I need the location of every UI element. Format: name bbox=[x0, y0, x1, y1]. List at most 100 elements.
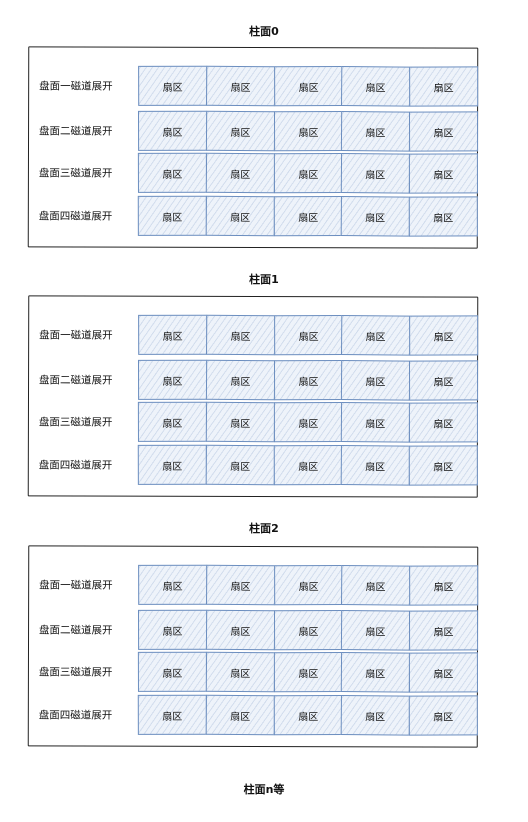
sector-box: 扇区 bbox=[409, 153, 478, 194]
sector-strip: 扇区扇区扇区扇区扇区 bbox=[137, 359, 479, 401]
track-label: 盘面一磁道展开 bbox=[39, 578, 113, 592]
sector-box: 扇区 bbox=[137, 651, 207, 692]
sector-box: 扇区 bbox=[205, 609, 275, 651]
cylinder-frame: 盘面一磁道展开扇区扇区扇区扇区扇区盘面二磁道展开扇区扇区扇区扇区扇区盘面三磁道展… bbox=[27, 545, 479, 748]
sector-box: 扇区 bbox=[273, 652, 343, 693]
sector-box: 扇区 bbox=[341, 153, 411, 194]
track-label: 盘面二磁道展开 bbox=[39, 623, 113, 637]
sector-box: 扇区 bbox=[273, 360, 343, 401]
track-label: 盘面二磁道展开 bbox=[39, 124, 113, 138]
sector-box: 扇区 bbox=[273, 695, 343, 736]
sector-box: 扇区 bbox=[137, 401, 207, 442]
sector-box: 扇区 bbox=[273, 402, 343, 443]
track-row: 盘面三磁道展开扇区扇区扇区扇区扇区 bbox=[29, 651, 478, 693]
sector-box: 扇区 bbox=[137, 152, 207, 193]
track-row: 盘面二磁道展开扇区扇区扇区扇区扇区 bbox=[29, 359, 479, 401]
track-label: 盘面三磁道展开 bbox=[38, 415, 113, 429]
sector-box: 扇区 bbox=[205, 110, 275, 152]
sector-box: 扇区 bbox=[409, 565, 479, 606]
sector-box: 扇区 bbox=[138, 314, 208, 355]
sector-strip: 扇区扇区扇区扇区扇区 bbox=[137, 694, 478, 736]
sector-box: 扇区 bbox=[409, 652, 478, 693]
track-row: 盘面二磁道展开扇区扇区扇区扇区扇区 bbox=[29, 110, 479, 152]
sector-box: 扇区 bbox=[273, 445, 343, 486]
sector-strip: 扇区扇区扇区扇区扇区 bbox=[137, 110, 479, 152]
sector-box: 扇区 bbox=[341, 445, 411, 486]
sector-box: 扇区 bbox=[408, 445, 478, 486]
sector-box: 扇区 bbox=[341, 695, 411, 736]
sector-box: 扇区 bbox=[409, 402, 478, 443]
sector-strip: 扇区扇区扇区扇区扇区 bbox=[137, 609, 479, 651]
cylinder-title: 柱面0 bbox=[249, 25, 279, 38]
sector-box: 扇区 bbox=[409, 66, 479, 107]
sector-box: 扇区 bbox=[205, 651, 275, 693]
sector-box: 扇区 bbox=[205, 195, 275, 237]
sector-box: 扇区 bbox=[341, 610, 411, 651]
cylinder-title: 柱面1 bbox=[249, 273, 279, 286]
track-label: 盘面二磁道展开 bbox=[39, 373, 113, 387]
track-label: 盘面三磁道展开 bbox=[38, 166, 113, 180]
track-label: 盘面四磁道展开 bbox=[38, 458, 113, 472]
sector-strip: 扇区扇区扇区扇区扇区 bbox=[137, 444, 478, 486]
sector-box: 扇区 bbox=[409, 315, 479, 356]
track-row: 盘面四磁道展开扇区扇区扇区扇区扇区 bbox=[29, 195, 478, 237]
sector-box: 扇区 bbox=[341, 565, 411, 606]
track-label: 盘面一磁道展开 bbox=[39, 328, 113, 342]
sector-strip: 扇区扇区扇区扇区扇区 bbox=[137, 651, 478, 693]
sector-box: 扇区 bbox=[409, 111, 479, 152]
cylinder-title: 柱面2 bbox=[249, 522, 279, 535]
sector-strip: 扇区扇区扇区扇区扇区 bbox=[137, 401, 478, 443]
sector-box: 扇区 bbox=[408, 196, 478, 237]
sector-strip: 扇区扇区扇区扇区扇区 bbox=[137, 152, 478, 194]
sector-box: 扇区 bbox=[341, 111, 411, 152]
track-label: 盘面三磁道展开 bbox=[38, 665, 113, 679]
sector-box: 扇区 bbox=[273, 196, 343, 237]
sector-box: 扇区 bbox=[273, 610, 343, 651]
sector-box: 扇区 bbox=[137, 694, 207, 735]
footer-title: 柱面n等 bbox=[243, 783, 285, 796]
track-row: 盘面一磁道展开扇区扇区扇区扇区扇区 bbox=[29, 314, 479, 356]
track-label: 盘面四磁道展开 bbox=[38, 708, 113, 722]
sector-box: 扇区 bbox=[137, 444, 207, 485]
track-row: 盘面四磁道展开扇区扇区扇区扇区扇区 bbox=[29, 694, 478, 736]
sector-box: 扇区 bbox=[273, 153, 343, 194]
sector-box: 扇区 bbox=[273, 565, 343, 606]
sector-box: 扇区 bbox=[205, 444, 275, 486]
track-label: 盘面四磁道展开 bbox=[38, 209, 113, 223]
sector-box: 扇区 bbox=[137, 359, 207, 400]
cylinder-frame: 盘面一磁道展开扇区扇区扇区扇区扇区盘面二磁道展开扇区扇区扇区扇区扇区盘面三磁道展… bbox=[27, 46, 479, 249]
sector-strip: 扇区扇区扇区扇区扇区 bbox=[138, 564, 479, 606]
sector-box: 扇区 bbox=[205, 694, 275, 736]
track-row: 盘面三磁道展开扇区扇区扇区扇区扇区 bbox=[29, 152, 478, 194]
sector-strip: 扇区扇区扇区扇区扇区 bbox=[138, 314, 479, 356]
sector-box: 扇区 bbox=[138, 65, 208, 106]
sector-box: 扇区 bbox=[409, 610, 479, 651]
sector-box: 扇区 bbox=[273, 66, 343, 107]
sector-box: 扇区 bbox=[205, 152, 275, 194]
sector-box: 扇区 bbox=[137, 609, 207, 650]
sector-box: 扇区 bbox=[205, 314, 275, 356]
sector-box: 扇区 bbox=[205, 401, 275, 443]
sector-box: 扇区 bbox=[205, 65, 275, 107]
cylinder-frame: 盘面一磁道展开扇区扇区扇区扇区扇区盘面二磁道展开扇区扇区扇区扇区扇区盘面三磁道展… bbox=[27, 295, 479, 498]
sector-strip: 扇区扇区扇区扇区扇区 bbox=[138, 65, 479, 107]
sector-box: 扇区 bbox=[341, 402, 411, 443]
track-row: 盘面四磁道展开扇区扇区扇区扇区扇区 bbox=[29, 444, 478, 486]
sector-box: 扇区 bbox=[205, 564, 275, 606]
sector-box: 扇区 bbox=[341, 360, 411, 401]
sector-box: 扇区 bbox=[341, 66, 411, 107]
track-row: 盘面一磁道展开扇区扇区扇区扇区扇区 bbox=[29, 65, 479, 107]
sector-box: 扇区 bbox=[137, 195, 207, 236]
sector-box: 扇区 bbox=[341, 315, 411, 356]
sector-box: 扇区 bbox=[205, 359, 275, 401]
sector-box: 扇区 bbox=[273, 315, 343, 356]
sector-box: 扇区 bbox=[409, 360, 479, 401]
sector-box: 扇区 bbox=[341, 652, 411, 693]
sector-box: 扇区 bbox=[408, 695, 478, 736]
track-label: 盘面一磁道展开 bbox=[39, 79, 113, 93]
track-row: 盘面二磁道展开扇区扇区扇区扇区扇区 bbox=[29, 609, 479, 651]
track-row: 盘面一磁道展开 扇区扇区扇区扇区扇区 bbox=[29, 564, 479, 606]
sector-box: 扇区 bbox=[137, 110, 207, 151]
sector-box: 扇区 bbox=[273, 111, 343, 152]
sector-box: 扇区 bbox=[341, 196, 411, 237]
